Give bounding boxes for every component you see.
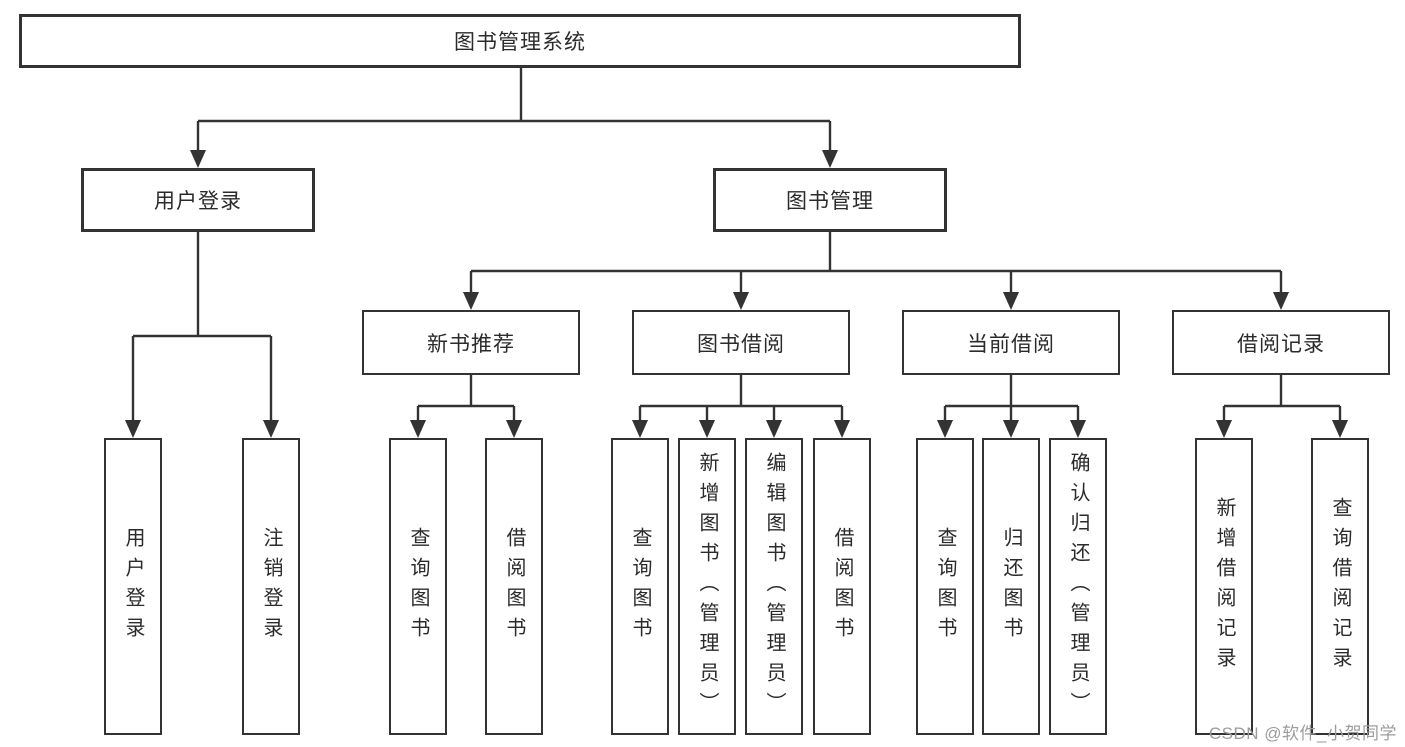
- arrow-head-cb-confirm: [1070, 420, 1086, 438]
- node-new-book-recommendation: 新书推荐: [362, 310, 580, 375]
- leaf-cb-return-books: 归还图书: [982, 438, 1040, 735]
- connector-user-login-rail: [133, 232, 271, 338]
- node-current-borrowing: 当前借阅: [902, 310, 1120, 375]
- leaf-br-add-record: 新增借阅记录: [1195, 438, 1253, 735]
- node-book-management: 图书管理: [713, 168, 947, 232]
- leaf-bb-query-books: 查询图书: [611, 438, 669, 735]
- connector-current-borrow-rail: [945, 375, 1078, 408]
- connector-new-book-rail: [418, 375, 514, 408]
- node-user-login: 用户登录: [81, 168, 315, 232]
- leaf-bb-add-books-admin: 新增图书（管理员）: [678, 438, 736, 735]
- arrow-head-br-add: [1216, 420, 1232, 438]
- arrow-head-book-management: [822, 150, 838, 168]
- node-book-borrowing: 图书借阅: [632, 310, 850, 375]
- leaf-logout: 注销登录: [242, 438, 300, 735]
- leaf-br-query-record: 查询借阅记录: [1311, 438, 1369, 735]
- node-library-management-system: 图书管理系统: [19, 14, 1021, 68]
- node-borrowing-records: 借阅记录: [1172, 310, 1390, 375]
- connector-book-management-rail: [471, 232, 1281, 273]
- arrow-head-cb-return: [1003, 420, 1019, 438]
- leaf-bb-borrow-books: 借阅图书: [813, 438, 871, 735]
- csdn-watermark: CSDN @软件_小贺同学: [1208, 724, 1397, 743]
- arrow-head-bb-query: [632, 420, 648, 438]
- leaf-cb-confirm-return-admin: 确认归还（管理员）: [1049, 438, 1107, 735]
- arrow-head-bb-edit: [766, 420, 782, 438]
- arrow-head-bb-borrow: [834, 420, 850, 438]
- arrow-head-current-borrow: [1003, 292, 1019, 310]
- connector-root-rail: [198, 68, 830, 123]
- leaf-nb-borrow-books: 借阅图书: [485, 438, 543, 735]
- arrow-head-nb-query: [410, 420, 426, 438]
- arrow-head-book-borrow: [733, 292, 749, 310]
- arrow-head-bb-add: [699, 420, 715, 438]
- connector-book-borrow-rail: [640, 375, 842, 408]
- arrow-head-nb-borrow: [506, 420, 522, 438]
- arrow-head-user-login: [190, 150, 206, 168]
- leaf-user-login: 用户登录: [104, 438, 162, 735]
- arrow-head-cb-query: [937, 420, 953, 438]
- leaf-bb-edit-books-admin: 编辑图书（管理员）: [745, 438, 803, 735]
- leaf-cb-query-books: 查询图书: [916, 438, 974, 735]
- arrow-head-leaf-login: [125, 420, 141, 438]
- arrow-head-br-query: [1332, 420, 1348, 438]
- leaf-nb-query-books: 查询图书: [389, 438, 447, 735]
- connector-borrow-records-rail: [1224, 375, 1340, 408]
- arrow-head-leaf-logout: [263, 420, 279, 438]
- arrow-head-new-book: [463, 292, 479, 310]
- arrow-head-borrow-records: [1273, 292, 1289, 310]
